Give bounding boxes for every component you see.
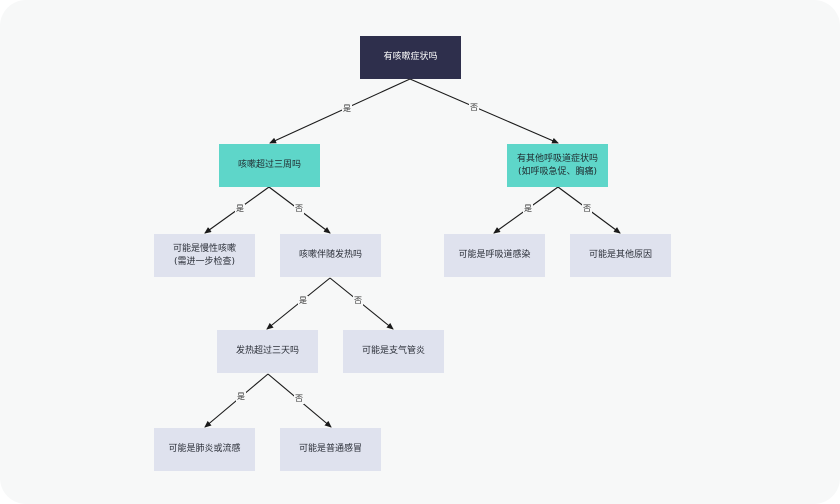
node-root: 有咳嗽症状吗 bbox=[360, 36, 461, 79]
edge-label-no: 否 bbox=[294, 394, 304, 404]
edge-root-yes bbox=[269, 78, 411, 144]
node-chronic-cough: 可能是慢性咳嗽 (需进一步检查) bbox=[154, 234, 255, 277]
edge-label-no: 否 bbox=[353, 296, 363, 306]
node-other-cause: 可能是其他原因 bbox=[570, 234, 671, 277]
edge-label-no: 否 bbox=[469, 103, 479, 113]
node-respiratory-infection: 可能是呼吸道感染 bbox=[444, 234, 545, 277]
edge-label-yes: 是 bbox=[298, 296, 308, 306]
edge-label-yes: 是 bbox=[342, 104, 352, 114]
node-bronchitis: 可能是支气管炎 bbox=[343, 330, 444, 373]
node-other-respiratory: 有其他呼吸道症状吗 (如呼吸急促、胸痛) bbox=[507, 144, 608, 187]
edge-label-yes: 是 bbox=[523, 204, 533, 214]
node-pneumonia-or-flu: 可能是肺炎或流感 bbox=[154, 428, 255, 471]
edge-label-yes: 是 bbox=[236, 392, 246, 402]
edge-label-no: 否 bbox=[294, 204, 304, 214]
edge-root-no bbox=[409, 78, 559, 144]
node-fever-three-days: 发热超过三天吗 bbox=[217, 330, 318, 373]
node-fever-with-cough: 咳嗽伴随发热吗 bbox=[280, 234, 381, 277]
edge-label-yes: 是 bbox=[235, 204, 245, 214]
node-common-cold: 可能是普通感冒 bbox=[280, 428, 381, 471]
edge-label-no: 否 bbox=[582, 204, 592, 214]
node-cough-three-weeks: 咳嗽超过三周吗 bbox=[219, 144, 320, 187]
